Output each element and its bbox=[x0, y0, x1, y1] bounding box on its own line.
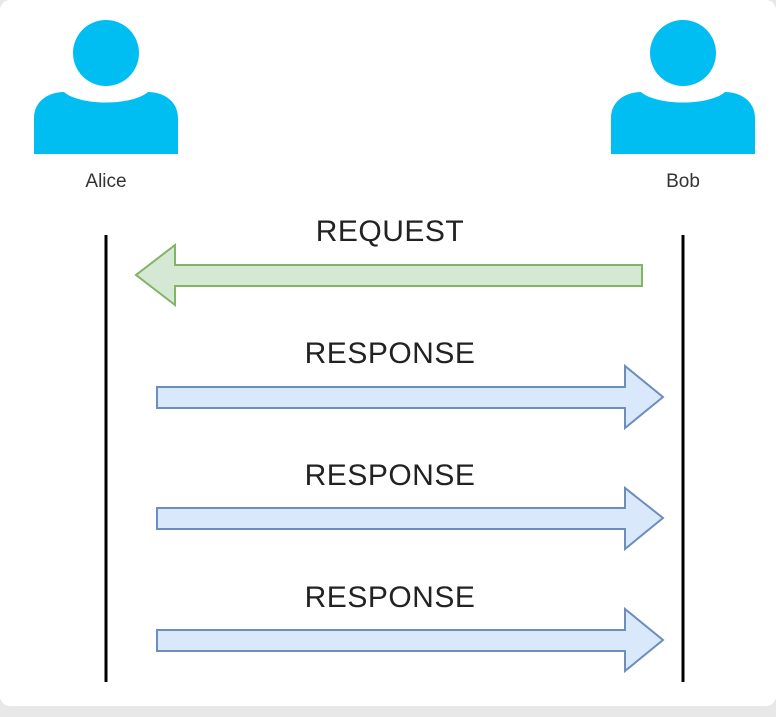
response-arrow bbox=[156, 485, 665, 552]
message-label-response: RESPONSE bbox=[304, 581, 476, 614]
user-icon bbox=[611, 20, 755, 154]
message-label-response: RESPONSE bbox=[304, 459, 476, 492]
actor-label-bob: Bob bbox=[666, 171, 700, 192]
response-arrow bbox=[156, 363, 665, 431]
response-arrow bbox=[156, 606, 665, 674]
request-arrow bbox=[134, 242, 643, 308]
actor-label-alice: Alice bbox=[85, 171, 127, 192]
message-label-response: RESPONSE bbox=[304, 337, 476, 370]
message-label-request: REQUEST bbox=[315, 215, 465, 248]
user-icon bbox=[34, 20, 178, 154]
